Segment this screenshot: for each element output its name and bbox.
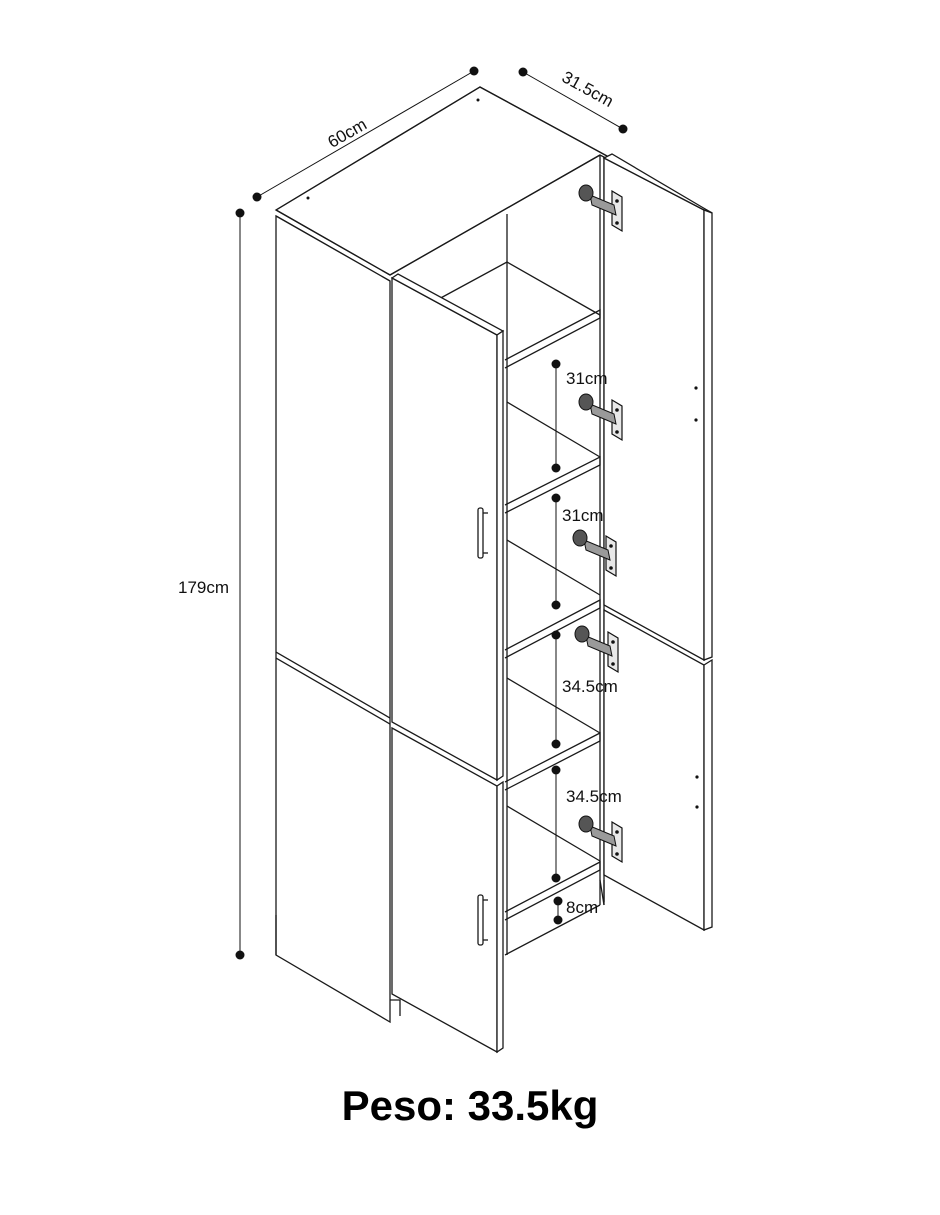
cabinet-left-side (275, 214, 391, 1024)
dimension-shelf-1: 31cm (551, 359, 608, 473)
weight-label: Peso: 33.5kg (341, 1082, 599, 1129)
shelf-2-label: 31cm (562, 506, 604, 525)
hinge-icon (578, 393, 623, 442)
hinges (572, 184, 623, 864)
shelf-1-label: 31cm (566, 369, 608, 388)
dimension-height: 179cm (178, 208, 245, 960)
width-label: 60cm (324, 115, 370, 152)
door-handle-lower (477, 894, 488, 946)
dimension-shelf-3: 34.5cm (551, 630, 618, 749)
shelves (436, 261, 605, 956)
door-handle-upper (477, 507, 488, 559)
front-lower-door (391, 726, 504, 1054)
dimension-shelf-4: 34.5cm (551, 765, 622, 883)
dimension-shelf-2: 31cm (551, 493, 604, 610)
shelf-4-label: 34.5cm (566, 787, 622, 806)
shelf-3-label: 34.5cm (562, 677, 618, 696)
depth-label: 31.5cm (559, 67, 617, 111)
open-upper-door (602, 153, 713, 662)
dimension-base: 8cm (553, 896, 598, 925)
hinge-icon (578, 184, 623, 233)
cabinet-body (274, 86, 713, 1024)
height-label: 179cm (178, 578, 229, 597)
open-lower-door (603, 608, 713, 932)
base-label: 8cm (566, 898, 598, 917)
hinge-icon (578, 815, 623, 864)
hinge-icon (572, 529, 617, 578)
hinge-icon (574, 625, 619, 674)
front-upper-door (390, 273, 505, 782)
